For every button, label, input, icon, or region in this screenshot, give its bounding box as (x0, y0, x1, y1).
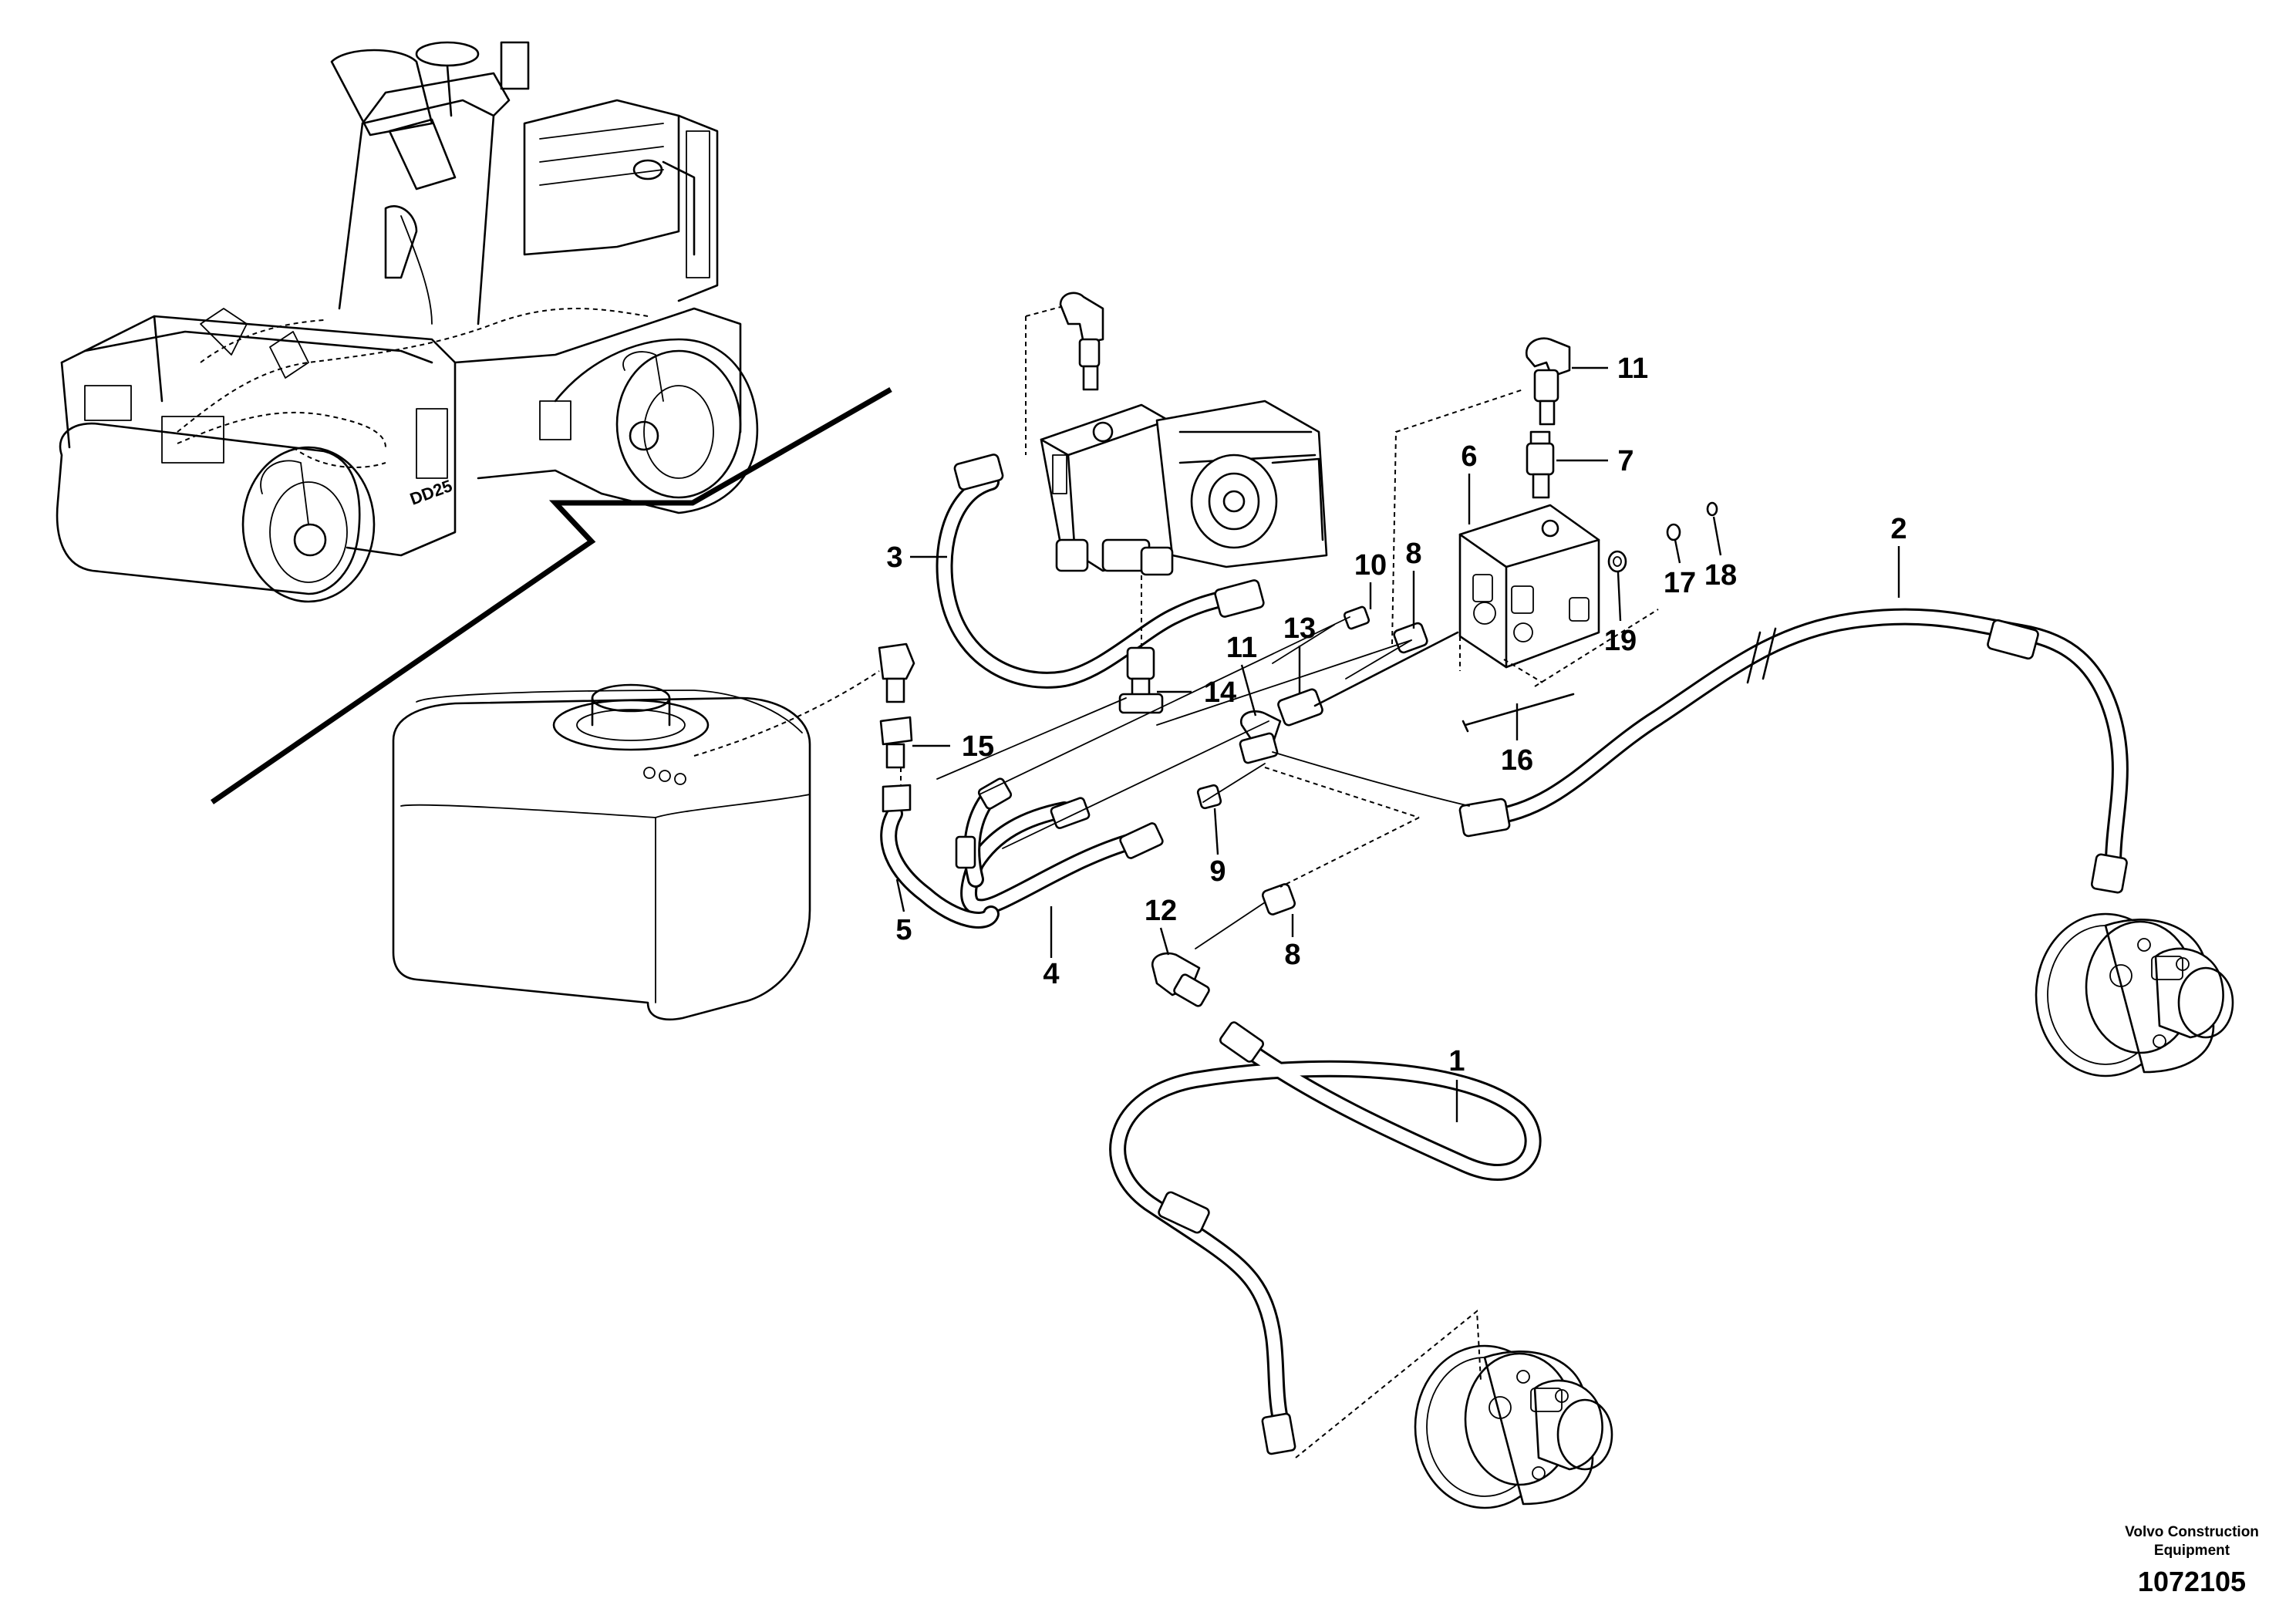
callout-18: 18 (1704, 559, 1737, 592)
callout-9: 9 (1209, 855, 1226, 888)
hydraulic-tank (392, 683, 811, 1021)
wheel-motor-left (1295, 1309, 1613, 1509)
callout-1: 1 (1448, 1045, 1465, 1077)
hose-5 (880, 777, 1013, 929)
callout-2: 2 (1890, 513, 1907, 545)
section-break-lines (211, 386, 892, 804)
brand-line-2: Equipment (2154, 1543, 2230, 1559)
callout-17: 17 (1664, 567, 1696, 599)
callout-11-lower: 11 (1226, 632, 1257, 664)
svg-text:DD25: DD25 (407, 476, 454, 509)
callout-7: 7 (1617, 445, 1633, 477)
callout-4: 4 (1043, 958, 1059, 990)
callout-16: 16 (1501, 744, 1533, 777)
callout-5: 5 (895, 914, 912, 946)
footer: Volvo Construction Equipment 1072105 (2125, 1524, 2259, 1597)
elbow-fitting-11-upper (1525, 337, 1571, 426)
callout-14: 14 (1204, 676, 1236, 709)
document-number: 1072105 (2138, 1566, 2246, 1597)
callout-19: 19 (1604, 625, 1637, 657)
seal-washers (1607, 501, 1718, 573)
hose-4 (960, 797, 1164, 916)
roller-machine-illustration: DD25 (56, 41, 759, 603)
small-fittings (936, 389, 1659, 1007)
callout-8-lower: 8 (1284, 939, 1300, 971)
callout-6: 6 (1461, 440, 1477, 473)
callout-11-upper: 11 (1617, 352, 1648, 385)
callout-3: 3 (886, 541, 902, 574)
callout-15: 15 (962, 730, 994, 763)
hose-3 (936, 454, 1265, 689)
tank-return-line (693, 642, 915, 813)
leader-lines (895, 366, 1900, 1122)
wheel-motor-right (2035, 912, 2234, 1077)
callout-12: 12 (1145, 895, 1177, 927)
callout-8-upper: 8 (1405, 538, 1421, 570)
pin-16 (1462, 659, 1575, 733)
tee-fitting-14 (1118, 567, 1164, 714)
callout-labels: 1 2 3 4 5 6 7 8 8 9 10 11 11 12 13 14 15… (886, 352, 1907, 1077)
valve-block (1458, 504, 1600, 671)
callout-13: 13 (1283, 612, 1316, 645)
hose-2 (1458, 608, 2129, 894)
hose-1 (1109, 1021, 1542, 1455)
adapter-fitting-7 (1526, 430, 1555, 499)
brand-line-1: Volvo Construction (2125, 1524, 2259, 1540)
travel-pump (1025, 292, 1328, 576)
callout-10: 10 (1354, 549, 1387, 582)
